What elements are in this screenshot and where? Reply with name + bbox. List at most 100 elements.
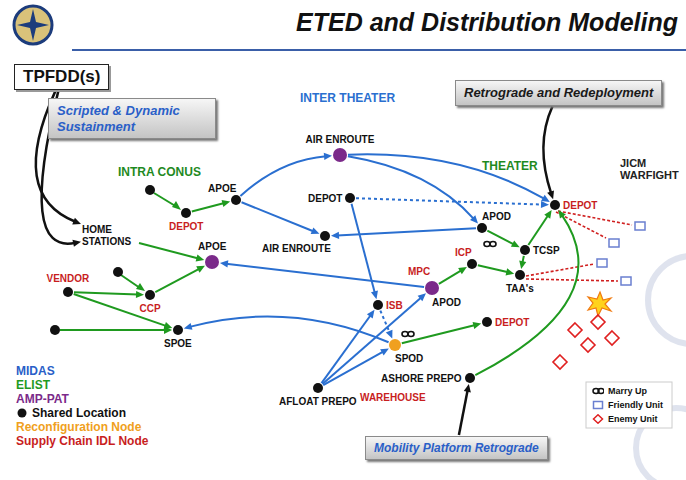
location-label: HOME STATIONS [82, 224, 138, 247]
arrowhead [418, 293, 426, 301]
location-dot: DEPOT [345, 193, 355, 203]
legend-dot [18, 409, 27, 418]
friendly-unit [597, 259, 607, 267]
legend-symbol [592, 414, 604, 424]
page-title: ETED and Distribution Modeling [296, 8, 678, 37]
arrowhead [558, 210, 565, 219]
flow-arrow [139, 243, 204, 261]
location-label: APOD [482, 211, 511, 222]
location-name: HOME STATIONS [82, 224, 138, 247]
callout-box: Mobility Platform Retrograde [365, 436, 548, 460]
flow-arrow [348, 154, 550, 202]
arrowhead [331, 232, 339, 239]
arrowhead [367, 310, 375, 319]
marry-up-symbol [408, 332, 414, 337]
flow-arrow [402, 322, 481, 343]
arrowhead [473, 322, 482, 329]
enemy-unit [568, 323, 582, 337]
enemy-unit [581, 338, 595, 352]
location-label: APOD [432, 297, 461, 308]
arrowhead [470, 215, 478, 223]
flow-line [439, 270, 462, 284]
flow-arrow [519, 256, 526, 269]
legend-entry: Reconfiguration Node [16, 420, 141, 434]
location-label: AFLOAT PREPO [279, 396, 357, 407]
location-dot: SPOD [389, 339, 401, 351]
flow-arrow [323, 293, 426, 384]
arrowhead [164, 322, 173, 329]
location-label: CCP [140, 303, 161, 314]
flow-arrow [242, 202, 320, 234]
location-dot: APOE [231, 195, 241, 205]
legend-color: MIDAS [16, 364, 55, 378]
legend-color: Reconfiguration Node [16, 420, 141, 434]
node-label: MPC [408, 266, 430, 277]
region-panel: JICM WARFIGHT [530, 152, 686, 392]
legend-text: Reconfiguration Node [16, 420, 141, 434]
flow-arrow [220, 260, 424, 287]
flow-arrow [240, 153, 332, 196]
flow-line [356, 198, 543, 204]
legend-entry: AMP-PAT [16, 392, 69, 406]
arrowhead [222, 200, 231, 207]
flow-line [402, 325, 476, 343]
arrowhead [506, 268, 515, 275]
region-panel: THEATERDEPOTAPODTCSPICPAPODTAA'sDEPOTASH… [385, 153, 648, 410]
legend-color: ELIST [16, 378, 50, 392]
location-dot: DEPOT [550, 200, 560, 210]
unlabeled-locations [50, 185, 181, 335]
flow-line [528, 215, 548, 245]
location-label: DEPOT [308, 193, 342, 204]
location-dot: TCSP [520, 245, 530, 255]
region-fill [155, 86, 505, 425]
callout-text: Retrograde and Redeployment [464, 85, 653, 101]
flow-line [155, 269, 199, 293]
friendly-units [597, 222, 645, 285]
legend-text: Friendly Unit [608, 400, 663, 410]
region-shape [530, 152, 686, 392]
legend-text: Supply Chain IDL Node [16, 434, 148, 448]
arrowhead [541, 201, 549, 208]
arrowhead [311, 227, 320, 234]
arrowhead [172, 201, 181, 210]
location-label: ICP [455, 247, 472, 258]
location-label: APOE [208, 183, 236, 194]
arrowhead [136, 283, 145, 291]
region-shape [385, 153, 648, 410]
legend-entry: Marry Up [592, 386, 647, 396]
legend-entry: Shared Location [16, 406, 126, 420]
callout-text: TPFDD(s) [23, 67, 100, 87]
logo-star [17, 9, 49, 41]
location-label: DEPOT [169, 221, 203, 232]
engagement-line [526, 279, 618, 281]
enemy-unit [591, 315, 605, 329]
marry-up-symbol [598, 389, 604, 394]
region-heading: THEATER [482, 160, 538, 173]
location-dot: VENDOR [63, 287, 73, 297]
legend-text: Enemy Unit [608, 414, 658, 424]
flow-arrow [475, 210, 578, 375]
legend-entry: Supply Chain IDL Node [16, 434, 148, 448]
friendly-unit [594, 402, 603, 409]
region-shape [20, 158, 292, 356]
legend-entry: MIDAS [16, 364, 55, 378]
engagement-line [558, 211, 632, 225]
marry-up-symbols [402, 242, 496, 337]
location-dot: CCP [145, 290, 155, 300]
arrowhead [196, 266, 205, 273]
callout-text: Mobility Platform Retrograde [374, 441, 539, 455]
flow-line [226, 264, 424, 287]
legend-entry: Enemy Unit [592, 414, 658, 424]
enemy-unit [605, 331, 619, 345]
logo [14, 6, 52, 44]
callout-box: Scripted & Dynamic Sustainment [48, 98, 216, 139]
arrowhead [544, 210, 551, 219]
enemy-unit [594, 415, 603, 423]
arrowhead [72, 218, 81, 225]
location-label: TCSP [533, 245, 560, 256]
arrowhead [464, 384, 471, 393]
flow-arrow [487, 231, 519, 248]
friendly-unit [609, 239, 619, 247]
flow-line [475, 215, 578, 375]
watermark-seal [648, 256, 686, 344]
